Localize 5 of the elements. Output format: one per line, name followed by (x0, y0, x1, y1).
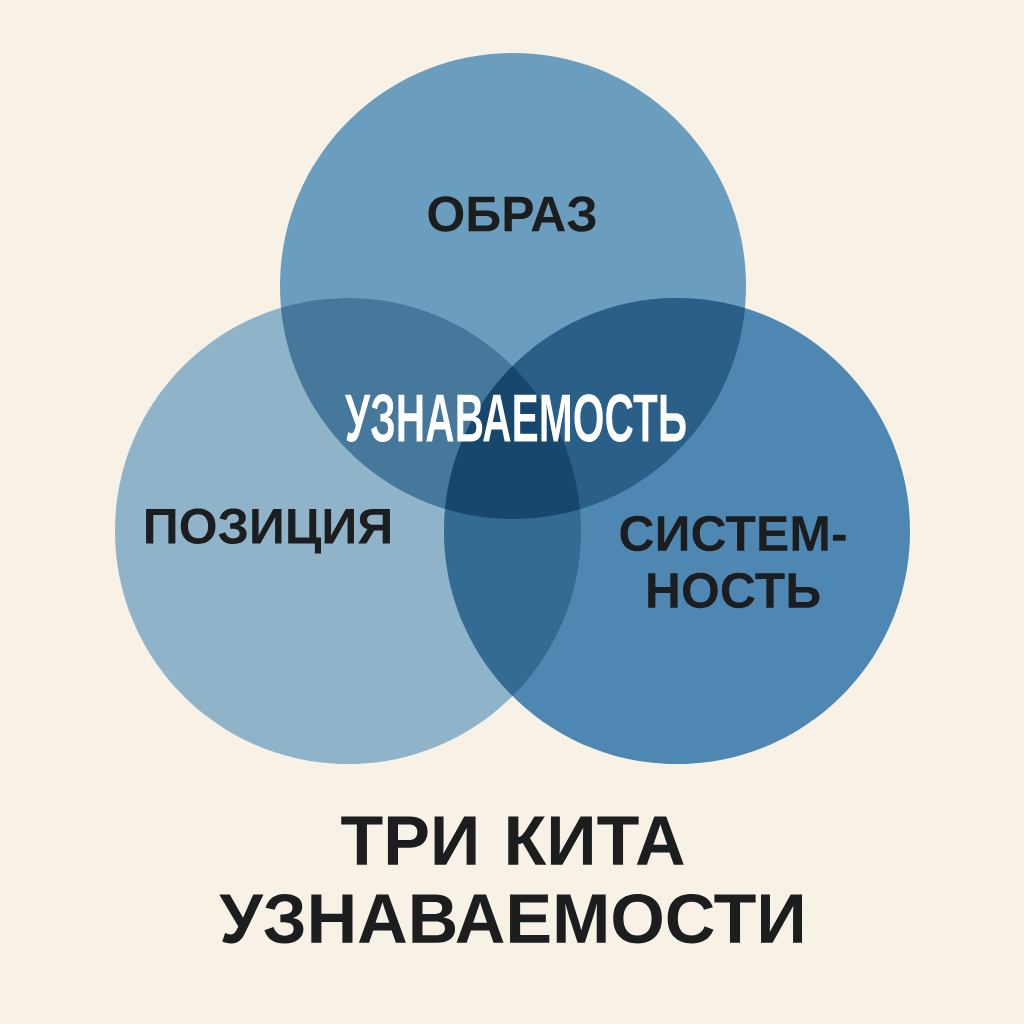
set-label: ОБРАЗ (428, 196, 596, 232)
set-label: СИСТЕМ- НОСТЬ (620, 515, 846, 609)
set-label: ПОЗИЦИЯ (146, 508, 390, 554)
intersection-label: УЗНАВАЕМОСТЬ (344, 393, 686, 443)
title: ТРИ КИТА УЗНАВАЕМОСТИ (219, 816, 802, 944)
